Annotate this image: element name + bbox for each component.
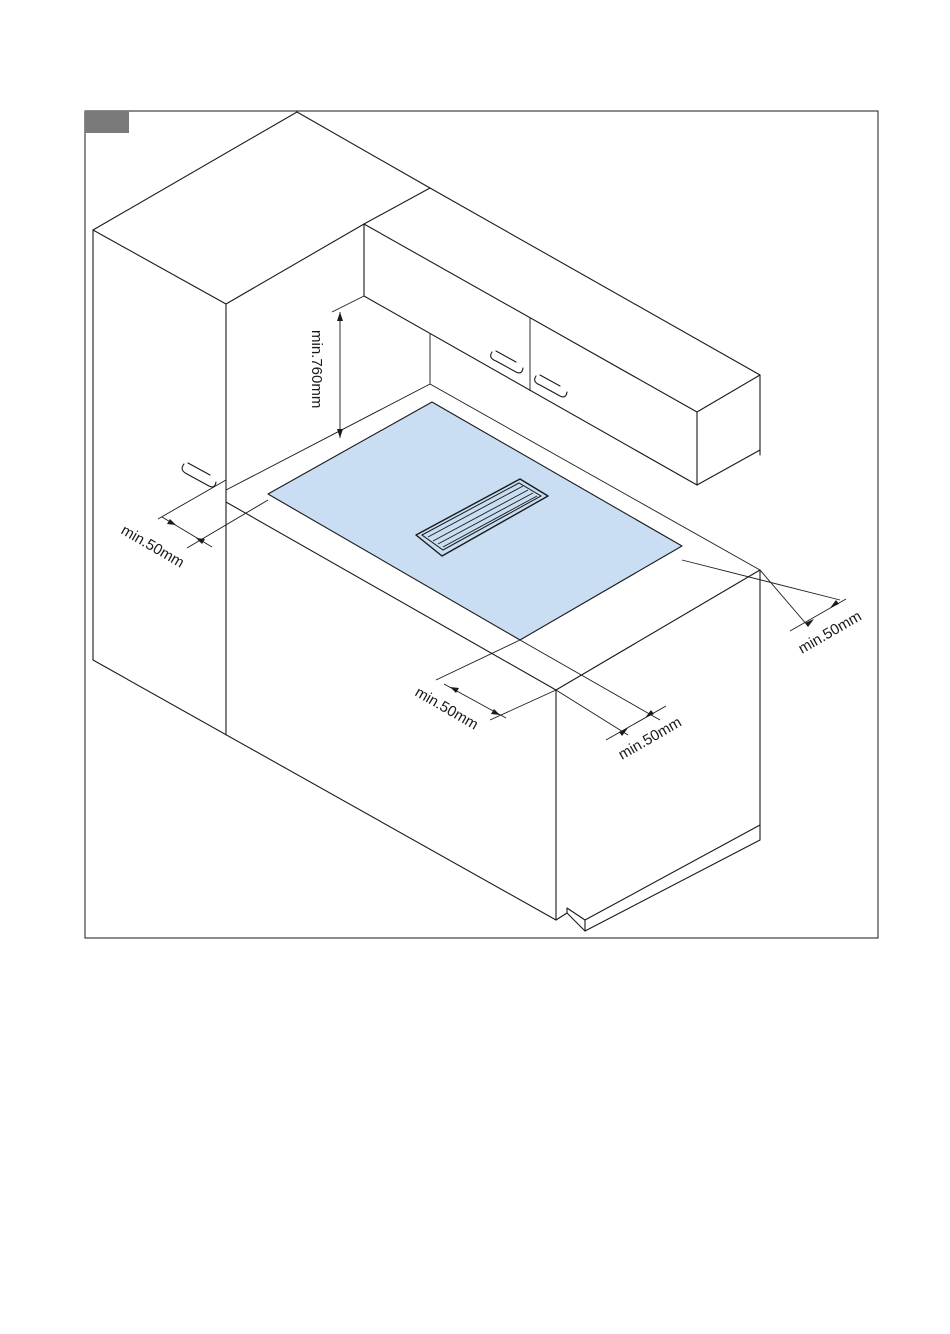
dimension-upper-clearance: min.760mm	[308, 296, 364, 438]
cabinet-handle-icon	[535, 375, 567, 397]
cabinet-handle-icon	[182, 463, 216, 487]
tall-cabinet	[93, 112, 430, 735]
dimension-label: min.50mm	[796, 608, 865, 658]
cabinet-handle-icon	[491, 351, 523, 373]
dimension-rear: min.50mm	[520, 640, 685, 763]
dimension-label: min.50mm	[118, 522, 187, 572]
dimension-right: min.50mm	[682, 560, 865, 657]
dimension-label: min.50mm	[412, 684, 481, 734]
dimension-left: min.50mm	[118, 480, 268, 571]
dimension-label: min.760mm	[308, 330, 325, 408]
dimension-front: min.50mm	[412, 640, 556, 733]
dimension-label: min.50mm	[616, 714, 685, 764]
figure-tag	[85, 111, 129, 133]
